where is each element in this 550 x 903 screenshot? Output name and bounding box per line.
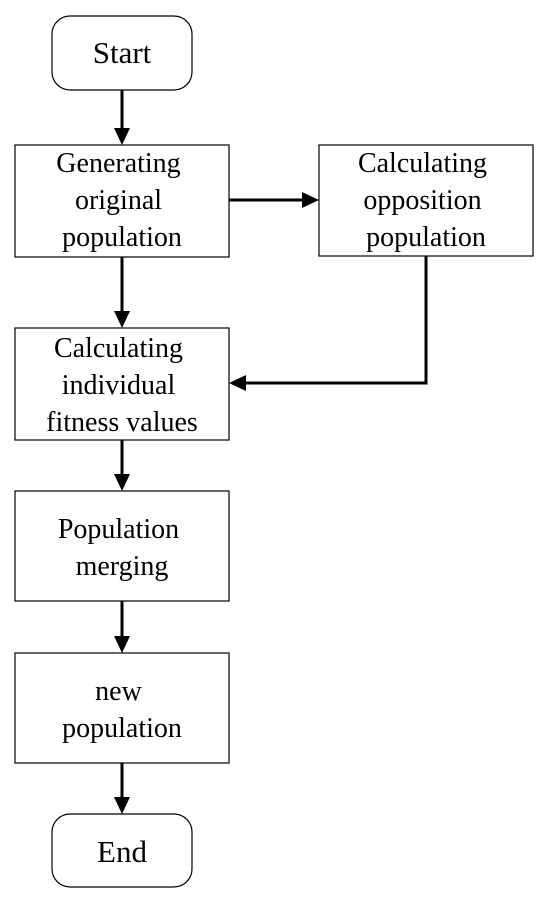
fitness-label-line-2: individual xyxy=(62,370,176,401)
population-merging-node: Population merging xyxy=(14,490,230,602)
opposition-label-line-3: population xyxy=(366,222,486,253)
merging-label-line-1: Population xyxy=(58,514,179,545)
fitness-label-line-1: Calculating xyxy=(54,333,183,364)
arrow-generate-to-fitness xyxy=(114,257,130,328)
generate-label-line-2: original xyxy=(75,185,162,216)
svg-text:new population: new population xyxy=(62,676,182,744)
merging-label-line-2: merging xyxy=(76,551,169,582)
svg-text:Calculating opposition: Calculating opposition population xyxy=(358,148,494,253)
svg-text:Generating original: Generating original population xyxy=(56,148,187,253)
fitness-label-line-3: fitness values xyxy=(46,407,198,438)
new-population-label-line-1: new xyxy=(95,676,142,707)
arrow-fitness-to-merging xyxy=(114,440,130,491)
generate-population-node: Generating original population xyxy=(14,144,230,258)
opposition-label-line-1: Calculating xyxy=(358,148,487,179)
arrow-new-population-to-end xyxy=(114,763,130,814)
generate-label-line-1: Generating xyxy=(56,148,180,179)
end-node: End xyxy=(51,813,193,888)
start-label: Start xyxy=(93,35,152,70)
arrow-opposition-to-fitness xyxy=(229,256,428,391)
new-population-label-line-2: population xyxy=(62,713,182,744)
new-population-node: new population xyxy=(14,652,230,764)
arrow-merging-to-new-population xyxy=(114,601,130,653)
opposition-population-node: Calculating opposition population xyxy=(318,144,534,257)
generate-label-line-3: population xyxy=(62,222,182,253)
arrow-start-to-generate xyxy=(114,90,130,145)
start-node: Start xyxy=(51,15,193,91)
opposition-label-line-2: opposition xyxy=(363,185,481,216)
svg-text:Population merging: Population merging xyxy=(58,514,186,582)
svg-text:Start: Start xyxy=(93,35,152,70)
svg-text:Calculating individual: Calculating individual fitness values xyxy=(46,333,198,438)
fitness-values-node: Calculating individual fitness values xyxy=(14,327,230,441)
arrow-generate-to-opposition xyxy=(229,192,319,208)
end-label: End xyxy=(97,834,147,869)
svg-text:End: End xyxy=(97,834,147,869)
